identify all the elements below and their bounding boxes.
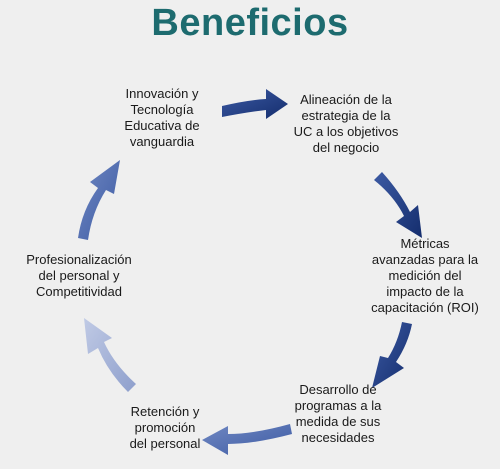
arrow-alineacion-metricas [374, 172, 422, 238]
node-alineacion: Alineación de la estrategia de la UC a l… [293, 92, 399, 155]
arrow-profesionalizacion-innovacion [78, 160, 120, 240]
node-profesionalizacion: Profesionalización del personal y Compet… [26, 252, 132, 299]
arrow-innovacion-alineacion [222, 89, 288, 119]
node-metricas: Métricas avanzadas para la medición del … [371, 236, 479, 315]
arrow-desarrollo-retencion [202, 424, 292, 455]
diagram-title: Beneficios [151, 2, 349, 44]
node-innovacion: Innovación y Tecnología Educativa de van… [124, 86, 200, 149]
node-retencion: Retención y promoción del personal [129, 404, 201, 451]
arrow-metricas-desarrollo [372, 322, 412, 388]
arrow-retencion-profesionalizacion [84, 318, 136, 392]
node-desarrollo: Desarrollo de programas a la medida de s… [294, 382, 382, 445]
